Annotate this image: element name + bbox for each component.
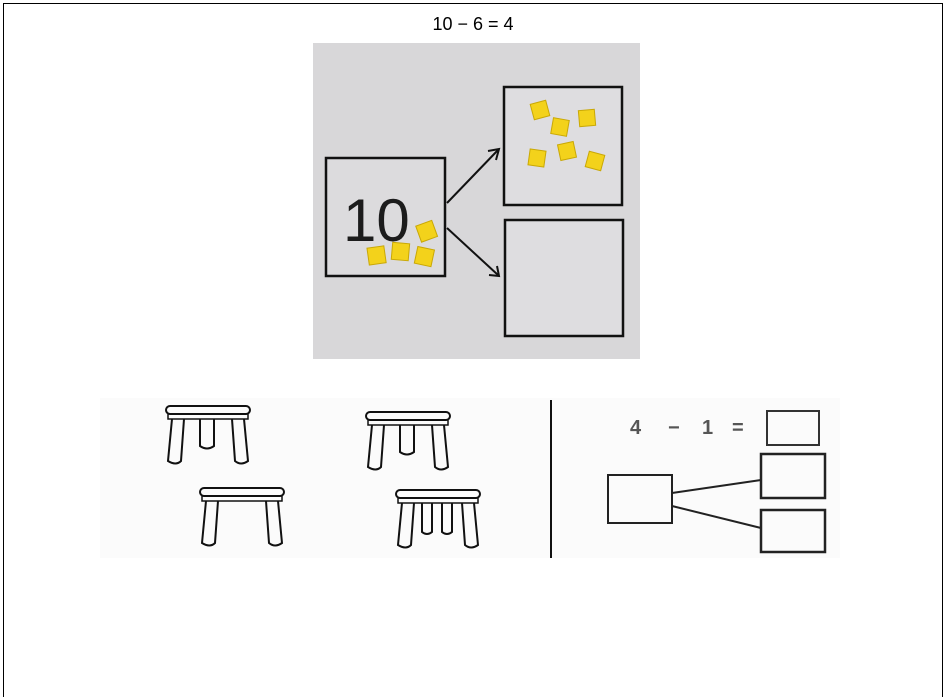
worksheet-eq-left: 4 <box>630 417 642 439</box>
worksheet-background <box>100 398 840 558</box>
worksheet-part-box-bottom <box>759 508 827 554</box>
cube <box>390 241 411 262</box>
part-whole-photo-drawing: 10 <box>313 43 640 359</box>
cube <box>584 150 606 172</box>
worksheet-eq-operator: − <box>668 417 680 439</box>
cube <box>529 99 551 121</box>
worksheet-whole-box <box>607 474 673 524</box>
cubes-top <box>527 99 606 172</box>
arrow-top <box>446 149 499 204</box>
table-cell-border <box>3 3 943 697</box>
cube <box>556 140 578 162</box>
worksheet-line-bottom <box>671 505 762 529</box>
arrow-bottom <box>446 227 499 276</box>
worksheet-part-box-top <box>759 452 827 500</box>
cube <box>527 148 547 168</box>
cubes-whole <box>366 219 439 268</box>
worksheet-eq-equals: = <box>732 417 744 439</box>
cube <box>577 108 597 128</box>
equation-caption: 10 − 6 = 4 <box>432 14 514 34</box>
cube <box>413 245 436 268</box>
worksheet-strip: 4 − 1 = <box>100 398 840 558</box>
cube <box>366 245 387 266</box>
worksheet-eq-right: 1 <box>702 417 713 439</box>
arrow-bottom-head <box>488 265 501 278</box>
worksheet-line-top <box>671 479 762 494</box>
arrow-top-head <box>487 147 501 161</box>
cube <box>415 219 439 243</box>
worksheet-answer-box <box>766 410 820 446</box>
worksheet-drawing: 4 − 1 = <box>100 398 840 558</box>
cube <box>550 117 570 137</box>
part-whole-photo: 10 <box>313 43 640 359</box>
part-box-bottom <box>503 218 625 338</box>
